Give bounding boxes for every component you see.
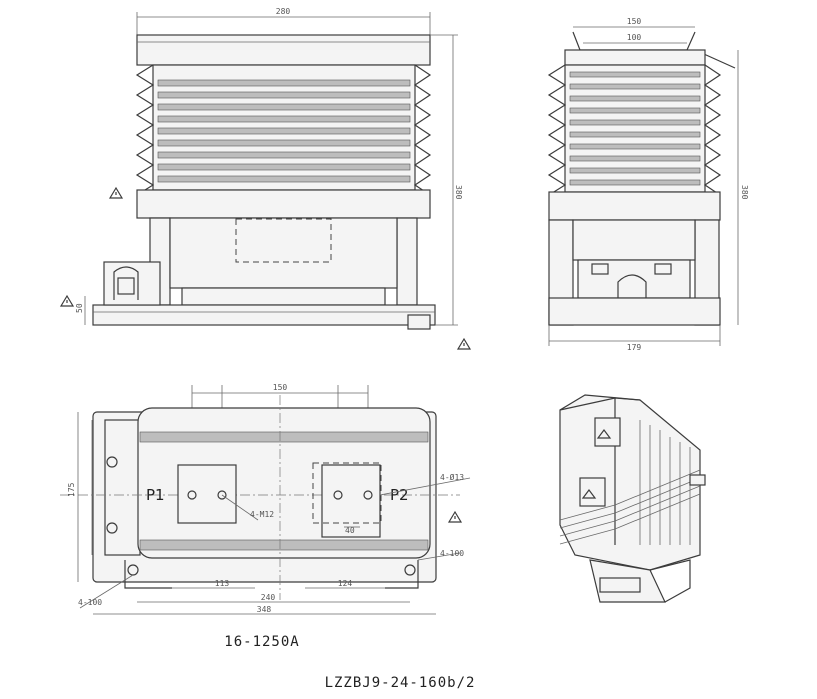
model-caption: LZZBJ9-24-160b/2: [325, 675, 476, 691]
plan-bottom-a-dim: 113: [215, 579, 230, 588]
warning-icon: [456, 337, 472, 350]
side-top-outer-dim: 150: [627, 17, 642, 26]
primary-terminal-p2: P2: [390, 486, 409, 504]
warning-icon: [59, 294, 75, 307]
plan-box-width: 40: [345, 526, 355, 535]
side-view: 150 100 179 380: [547, 17, 749, 352]
plan-left-offset: 4-100: [78, 598, 102, 607]
plan-top-pitch-dim: 150: [273, 383, 288, 392]
fins-iso: [559, 420, 701, 545]
plan-view: 150 P1 P2 4-M12 4-Ø13: [60, 383, 471, 615]
plan-left-height-dim: 175: [67, 482, 76, 497]
plan-bottom-total-dim: 240: [261, 593, 276, 602]
front-width-dim: 280: [276, 7, 291, 16]
isometric-view: [559, 394, 706, 603]
warning-icon: [108, 186, 124, 199]
current-rating-caption: 16-1250A: [224, 634, 299, 650]
front-base-dim: 50: [75, 303, 84, 313]
side-height-dim: 380: [740, 185, 749, 200]
front-view: 280: [59, 7, 472, 350]
plan-right-offset: 4-100: [440, 549, 464, 558]
front-height-dim: 380: [454, 185, 463, 200]
plan-overall-dim: 348: [257, 605, 272, 614]
plan-bottom-b-dim: 124: [338, 579, 353, 588]
primary-terminal-p1: P1: [146, 486, 165, 504]
warning-icon: [447, 510, 463, 523]
side-base-dim: 179: [627, 343, 642, 352]
plan-hole-spec: 4-Ø13: [440, 472, 464, 482]
plan-bolt-spec: 4-M12: [250, 510, 274, 519]
side-top-inner-dim: 100: [627, 33, 642, 42]
